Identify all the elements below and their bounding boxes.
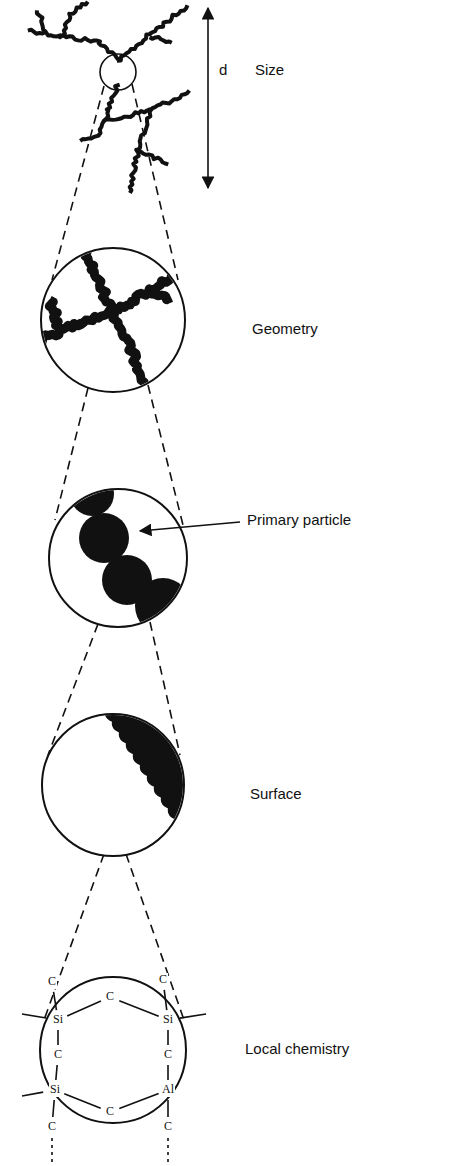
atom-symbol: Al	[161, 1083, 175, 1096]
zoom-circle	[100, 54, 136, 90]
level-label: Size	[255, 62, 284, 79]
atom-symbol: C	[47, 975, 57, 988]
atom-symbol: Si	[52, 1013, 64, 1026]
atom-symbol: C	[163, 1048, 173, 1061]
chemistry-circle	[40, 977, 186, 1123]
leader-arrow	[140, 522, 240, 531]
atom-symbol: C	[158, 973, 168, 986]
level-label: Surface	[250, 786, 302, 803]
atom-symbol: Si	[49, 1083, 61, 1096]
level-label: Geometry	[252, 321, 318, 338]
dimension-arrow	[207, 8, 209, 188]
fractal-aggregate	[28, 2, 189, 193]
atom-symbol: C	[53, 1048, 63, 1061]
atom-symbol: Si	[162, 1013, 174, 1026]
atom-symbol: C	[105, 990, 115, 1003]
atom-symbol: C	[163, 1120, 173, 1133]
atom-symbol: C	[105, 1105, 115, 1118]
chemical-bonds	[22, 990, 206, 1117]
level-label: Primary particle	[247, 512, 351, 529]
level-label: d	[219, 62, 227, 79]
level-label: Local chemistry	[245, 1041, 349, 1058]
surface-region	[98, 700, 200, 852]
primary-particles	[70, 472, 191, 634]
atom-symbol: C	[47, 1120, 57, 1133]
primary-circle	[49, 489, 187, 627]
aggregate-branches	[31, 246, 195, 398]
